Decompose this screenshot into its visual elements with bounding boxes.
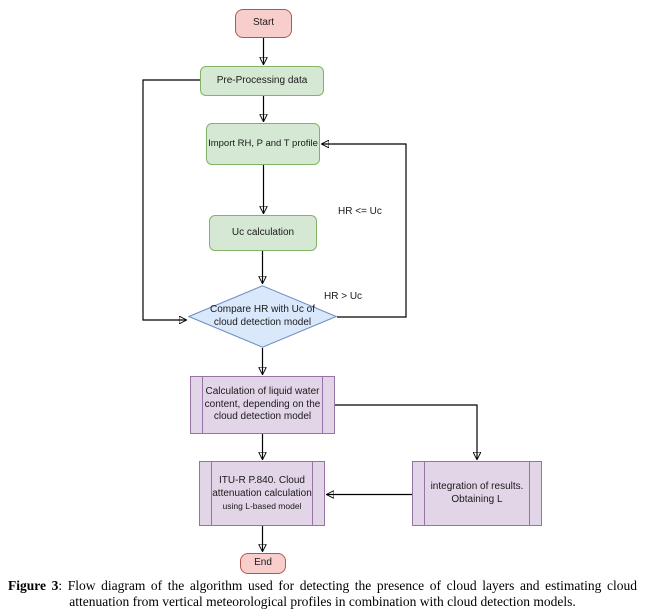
node-liquid-water-content: Calculation of liquid water content, dep… [190,376,335,434]
edge-label-hr-gt-uc: HR > Uc [324,291,363,302]
node-import-profile-label: Import RH, P and T profile [208,138,318,150]
node-uc-calculation-label: Uc calculation [231,226,295,238]
node-itu-attenuation-sublabel: using L-based model [222,501,302,512]
edge-liquid-water-to-integration [335,404,477,459]
figure-caption: Figure 3: Flow diagram of the algorithm … [8,578,637,610]
node-end: End [240,553,286,574]
edge-label-hr-le-uc: HR <= Uc [338,206,382,217]
node-liquid-water-content-label: Calculation of liquid water content, dep… [204,386,321,423]
node-itu-attenuation-label: ITU-R P.840. Cloud attenuation calculati… [212,475,312,499]
node-import-profile: Import RH, P and T profile [206,123,320,165]
figure-caption-prefix: Figure 3 [8,578,59,593]
node-start-label: Start [252,17,275,29]
edge-preprocessing-loop-to-compare [142,79,200,320]
figure-caption-text: : Flow diagram of the algorithm used for… [58,578,637,610]
decision-diamond-shape [188,285,337,348]
edge-compare-loop-to-import [322,144,407,318]
node-start: Start [235,9,292,38]
node-preprocessing-label: Pre-Processing data [216,74,308,86]
node-integration-results-label: integration of results. Obtaining L [430,481,524,505]
node-integration-results: integration of results. Obtaining L [412,461,542,526]
node-uc-calculation: Uc calculation [209,215,317,251]
node-end-label: End [254,557,272,569]
node-itu-attenuation: ITU-R P.840. Cloud attenuation calculati… [199,461,325,526]
node-compare-decision-label: Compare HR with Uc of cloud detection mo… [209,304,316,328]
node-preprocessing: Pre-Processing data [200,66,324,96]
node-compare-decision: Compare HR with Uc of cloud detection mo… [188,285,337,348]
